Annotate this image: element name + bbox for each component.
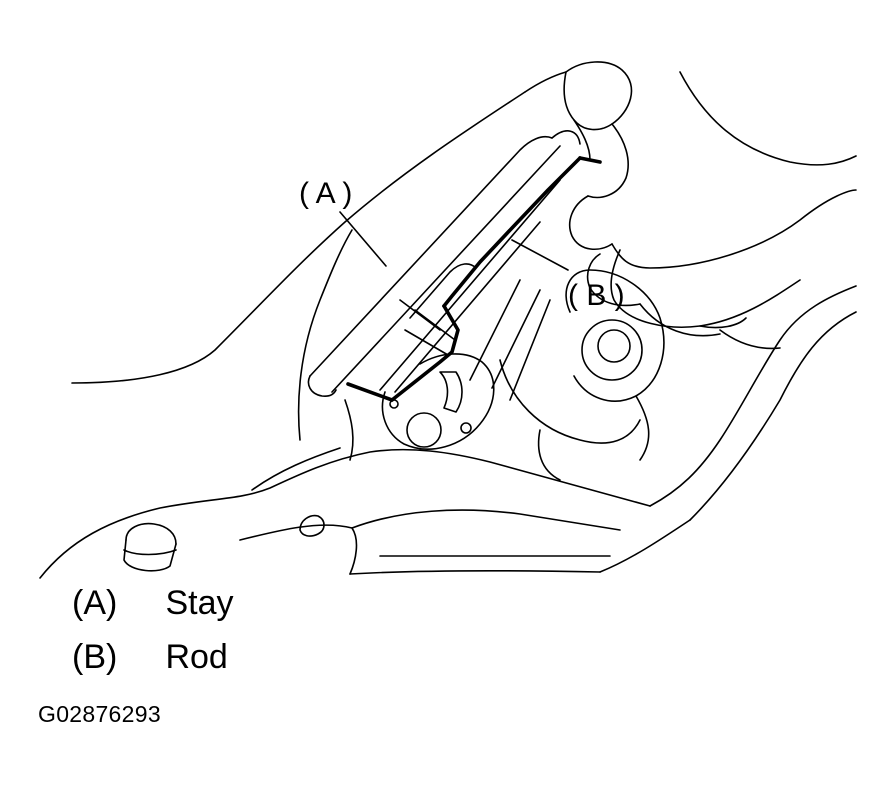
legend-row-stay: (A) Stay bbox=[72, 583, 234, 623]
subframe bbox=[39, 285, 857, 579]
legend-key: (A) bbox=[72, 584, 118, 622]
socket-bracket bbox=[381, 279, 551, 450]
legend-description: Rod bbox=[165, 638, 228, 676]
callout-b-leader bbox=[511, 239, 569, 271]
legend-description: Stay bbox=[165, 584, 234, 622]
legend-row-rod: (B) Rod bbox=[72, 637, 228, 677]
mount-boss bbox=[499, 269, 665, 481]
legend-key: (B) bbox=[72, 638, 118, 676]
rod-part bbox=[346, 156, 602, 402]
figure-id: G02876293 bbox=[38, 701, 161, 727]
callout-a-label: ( A ) bbox=[299, 177, 352, 210]
hand-illustration bbox=[563, 61, 857, 337]
callout-a-leader bbox=[339, 211, 387, 267]
callout-b-label: ( B ) bbox=[568, 279, 625, 312]
bolt-head bbox=[123, 522, 177, 572]
body-panel-outline bbox=[71, 91, 526, 384]
stay-part bbox=[307, 130, 581, 397]
